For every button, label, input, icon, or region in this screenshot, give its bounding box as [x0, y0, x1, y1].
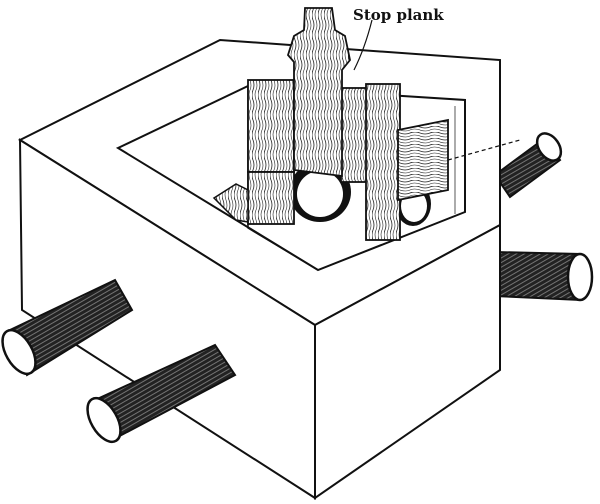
inner-pipe-opening-left — [289, 162, 351, 222]
stop-plank-label: Stop plank — [353, 6, 444, 24]
label-leader-lines — [353, 19, 521, 161]
pipe-front-left-lower — [86, 343, 237, 444]
wood-plank-corner-left — [212, 183, 249, 223]
stop-plank — [286, 7, 351, 178]
wood-plank-right — [340, 83, 401, 241]
wood-plank-left — [247, 79, 295, 225]
pipe-back-right-upper — [493, 132, 563, 199]
wood-plank-side-right — [397, 118, 449, 202]
pipe-front-left-upper — [1, 278, 134, 377]
pipe-back-right-lower — [494, 250, 594, 302]
